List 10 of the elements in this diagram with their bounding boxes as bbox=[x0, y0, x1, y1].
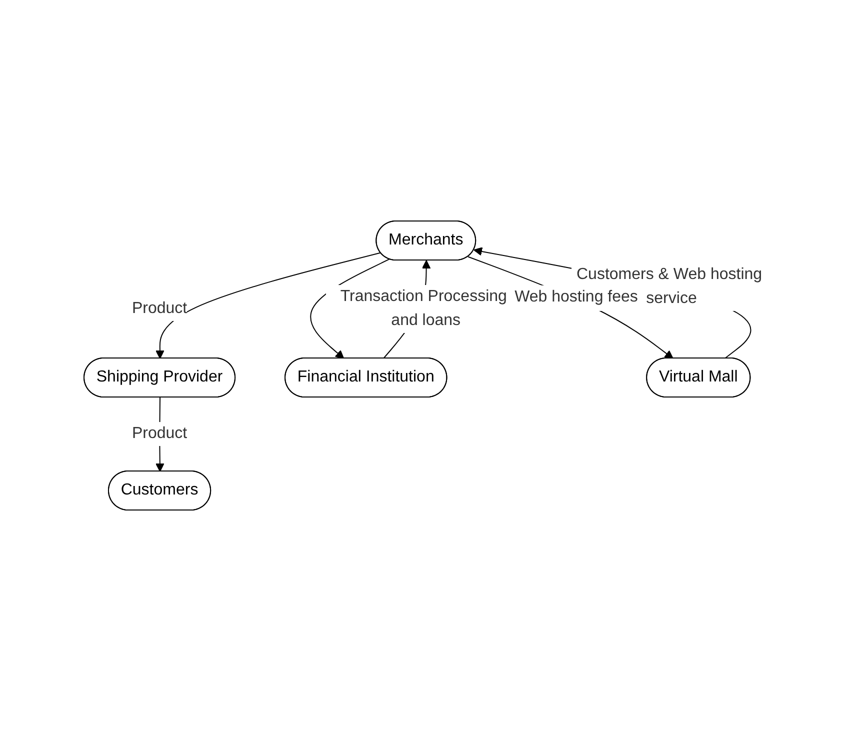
edge-label: Transaction Processing and loans bbox=[340, 288, 508, 329]
edge-label: service bbox=[646, 290, 698, 307]
arrow bbox=[474, 247, 752, 359]
edge-label: Product bbox=[132, 424, 188, 442]
edge-label: Product bbox=[132, 300, 188, 317]
edge-label: Web hosting fees bbox=[514, 288, 638, 306]
edge-label: Customers & Web hosting bbox=[576, 266, 762, 283]
arrow bbox=[156, 252, 382, 359]
arrow bbox=[310, 258, 390, 359]
arrow bbox=[468, 256, 674, 359]
